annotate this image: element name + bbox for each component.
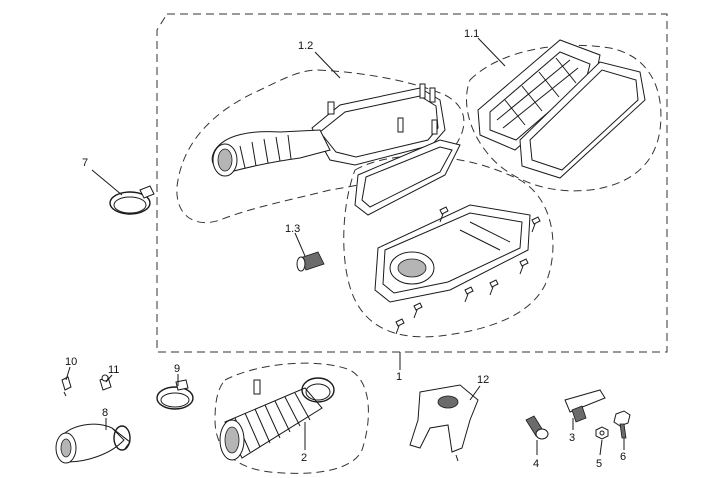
- bolt-6: [613, 410, 631, 439]
- callout-5: 5: [596, 458, 602, 470]
- callout-10: 10: [65, 356, 77, 368]
- group-outline-2: [214, 362, 369, 474]
- filter-element-1-1: [477, 39, 646, 179]
- leader-lines: [65, 37, 625, 456]
- callout-7: 7: [82, 157, 88, 169]
- group-outline-1-2: [176, 69, 465, 224]
- lower-box-cover: [374, 204, 531, 303]
- callout-1: 1: [396, 371, 402, 383]
- callout-8: 8: [102, 407, 108, 419]
- bolt-4: [525, 415, 549, 440]
- callout-11: 11: [108, 364, 119, 376]
- callout-3: 3: [569, 432, 575, 444]
- corrugated-hose-2: [219, 377, 335, 461]
- callout-1-2: 1.2: [298, 40, 313, 52]
- bracket-3: [564, 389, 606, 423]
- gasket: [354, 139, 461, 216]
- hose-clamp-9: [156, 379, 194, 410]
- nut-5: [595, 426, 609, 440]
- fitting-10: [61, 376, 72, 397]
- callout-9: 9: [174, 363, 180, 375]
- group-outline-lower-box: [343, 155, 554, 338]
- callout-1-3: 1.3: [285, 223, 300, 235]
- callout-1-1: 1.1: [464, 28, 479, 40]
- callout-2: 2: [301, 452, 307, 464]
- box-screws: [395, 206, 541, 335]
- bracket-12: [409, 384, 479, 462]
- assembly-1-boundary: [156, 13, 668, 353]
- hose-clamp-7: [109, 185, 155, 215]
- callout-12: 12: [477, 374, 489, 386]
- fitting-11: [99, 374, 112, 391]
- callout-4: 4: [533, 458, 539, 470]
- elbow-hose-8: [55, 423, 131, 464]
- drain-plug-1-3: [296, 251, 325, 272]
- intake-housing-1-2: [211, 83, 446, 177]
- group-outline-1-1: [466, 44, 662, 192]
- callout-6: 6: [620, 451, 626, 463]
